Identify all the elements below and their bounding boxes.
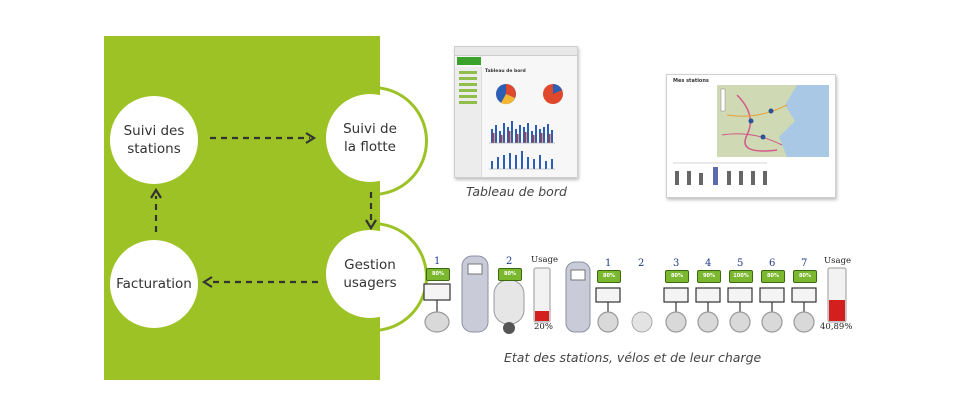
dashboard-mini-title: Tableau de bord — [485, 69, 526, 74]
battery-badge: 80% — [665, 270, 689, 283]
slot-number: 1 — [605, 258, 612, 269]
map-image — [673, 85, 829, 185]
arrowhead-left — [201, 276, 213, 288]
usage-value-left: 20% — [534, 322, 553, 332]
map-screenshot: Mes stations — [666, 74, 836, 198]
battery-badge: 90% — [697, 270, 721, 283]
slot-number: 2 — [506, 256, 513, 267]
dashboard-screenshot: Tableau de bord — [454, 46, 578, 178]
slot-number: 3 — [673, 258, 680, 269]
totem-2 — [565, 261, 591, 333]
empty-slot-2 — [631, 311, 653, 333]
node-facturation: Facturation — [110, 240, 198, 328]
node-suivi-stations: Suivi des stations — [110, 96, 198, 184]
battery-badge: 80% — [498, 268, 522, 281]
slot-number: 7 — [801, 258, 808, 269]
bike-slot-b1 — [595, 287, 621, 333]
battery-badge: 80% — [426, 268, 450, 281]
arrowhead-right — [305, 132, 317, 144]
slot-number: 1 — [434, 256, 441, 267]
node-suivi-flotte: Suivi de la flotte — [326, 94, 414, 182]
slot-number: 6 — [769, 258, 776, 269]
battery-badge: 80% — [761, 270, 785, 283]
bike-slot-5 — [727, 287, 753, 333]
bike-slot-1 — [423, 283, 451, 333]
bike-slot-3 — [663, 287, 689, 333]
battery-badge: 80% — [793, 270, 817, 283]
scooter-slot-2 — [493, 279, 525, 334]
arrowhead-down — [365, 219, 377, 231]
usage-gauge-left — [533, 267, 551, 323]
stations-caption: Etat des stations, vélos et de leur char… — [504, 350, 762, 365]
bike-slot-6 — [759, 287, 785, 333]
slot-number: 5 — [737, 258, 744, 269]
battery-badge: 100% — [729, 270, 753, 283]
usage-value-right: 40,89% — [820, 322, 853, 332]
totem-1 — [461, 255, 489, 333]
node-gestion-usagers: Gestion usagers — [326, 230, 414, 318]
map-mini-title: Mes stations — [673, 78, 709, 84]
dashboard-caption: Tableau de bord — [466, 184, 567, 199]
arrowhead-up — [150, 187, 162, 199]
bike-slot-7 — [791, 287, 817, 333]
slot-number: 2 — [638, 258, 645, 269]
dashboard-mini-charts — [459, 71, 563, 170]
usage-label-left: Usage — [531, 255, 559, 265]
usage-gauge-right — [827, 267, 847, 323]
ring-suivi-flotte — [318, 86, 428, 196]
slot-number: 4 — [705, 258, 712, 269]
bike-slot-4 — [695, 287, 721, 333]
battery-badge: 80% — [597, 270, 621, 283]
usage-label-right: Usage — [824, 256, 852, 266]
